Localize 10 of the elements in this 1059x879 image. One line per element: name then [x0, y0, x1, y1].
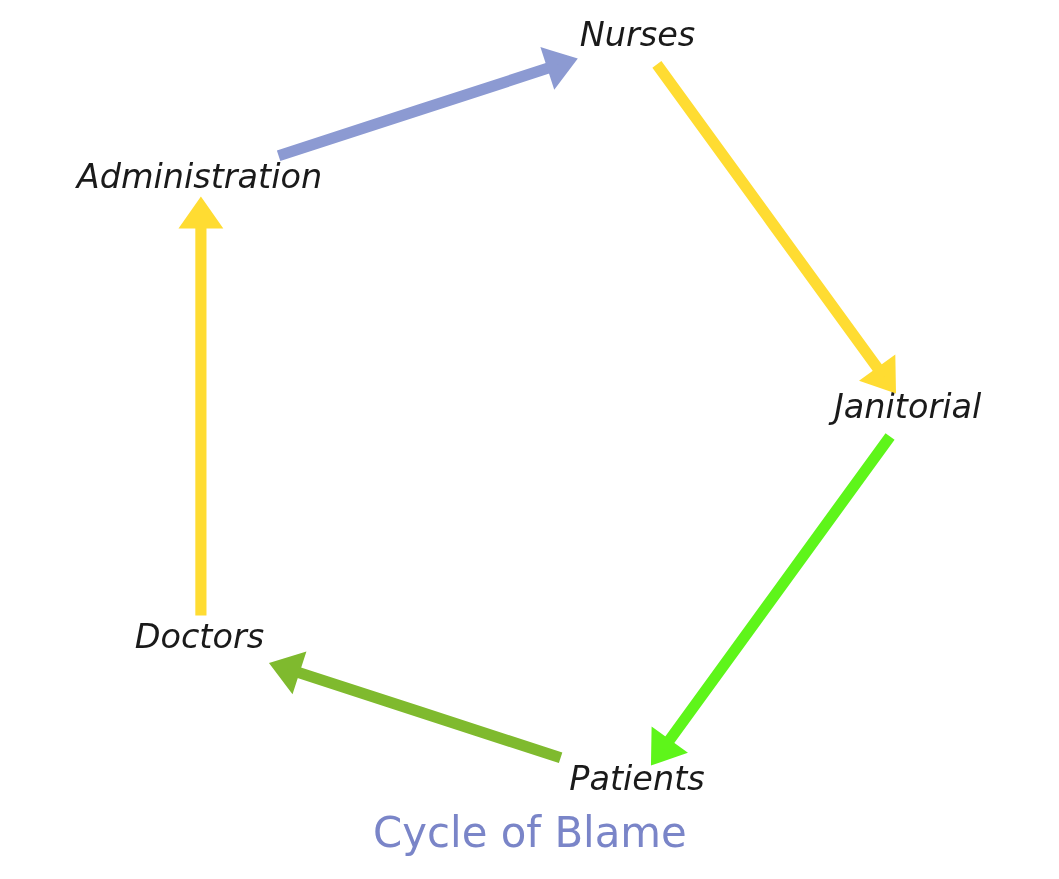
arrow: [177, 196, 223, 616]
arrow: [268, 651, 562, 764]
node-text: Patients: [568, 759, 705, 799]
arrow: [651, 61, 896, 394]
diagram-title: Cycle of Blame: [372, 808, 687, 858]
arrow: [276, 47, 578, 161]
node-text: Administration: [76, 157, 322, 197]
arrow: [650, 433, 895, 766]
node-text: Nurses: [579, 15, 695, 55]
node-text: Doctors: [134, 617, 264, 657]
